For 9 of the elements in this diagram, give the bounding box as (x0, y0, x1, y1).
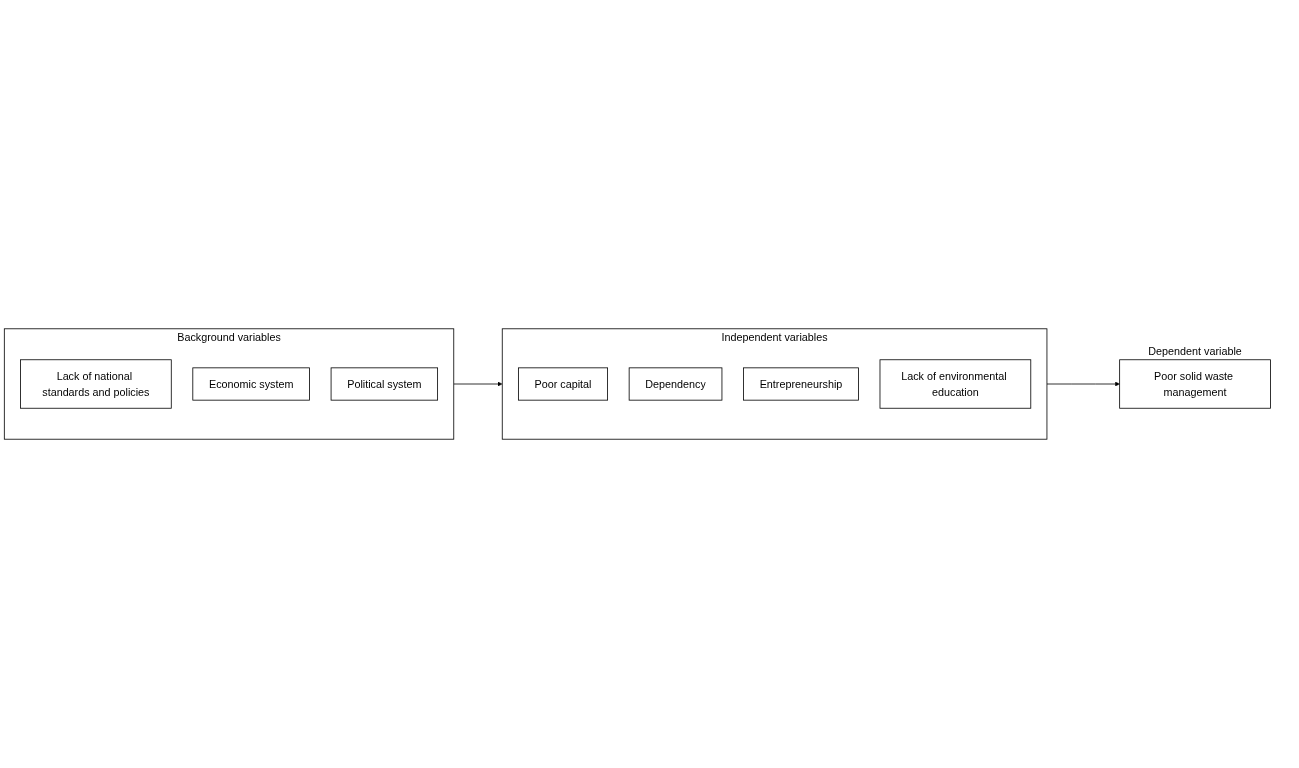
node-box: Political system (330, 367, 438, 401)
node-box: Economic system (192, 367, 310, 401)
node-box: Dependency (628, 367, 723, 401)
node-box: Lack of national standards and policies (20, 359, 172, 409)
node-box: Entrepreneurship (743, 367, 859, 401)
node-box: Poor solid waste management (1119, 359, 1271, 409)
node-box: Lack of environmental education (879, 359, 1032, 409)
node-label: Dependent variable (1148, 345, 1242, 358)
node-box: Poor capital (518, 367, 608, 401)
